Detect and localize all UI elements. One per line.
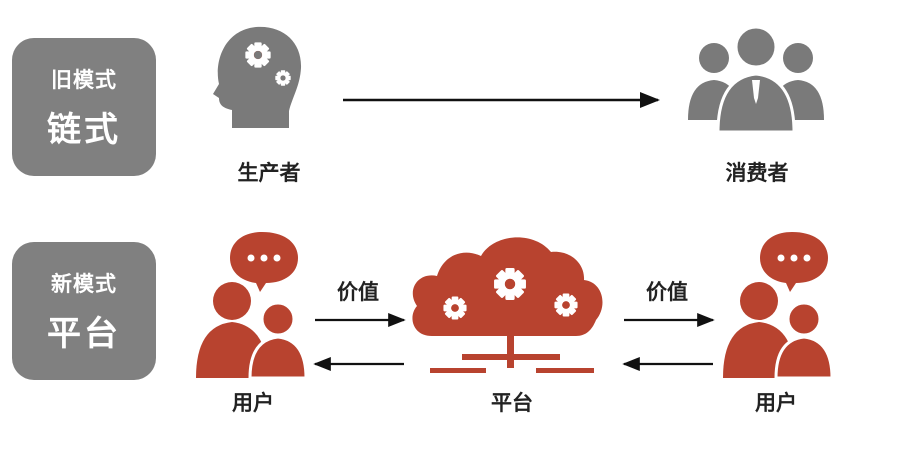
user-label-left: 用户 xyxy=(232,391,274,415)
user-label-right: 用户 xyxy=(755,391,797,415)
old-mode-title: 旧模式 xyxy=(51,67,117,92)
value-label-left: 价值 xyxy=(337,280,379,304)
new-mode-name: 平台 xyxy=(47,313,121,354)
cloud-gears-icon xyxy=(412,237,603,373)
consumer-label: 消费者 xyxy=(725,161,789,185)
platform-label: 平台 xyxy=(491,391,533,415)
value-label-right: 价值 xyxy=(646,280,688,304)
old-mode-badge: 旧模式 链式 xyxy=(12,38,156,176)
new-mode-title: 新模式 xyxy=(51,271,117,296)
user-chat-icon-left xyxy=(196,232,308,380)
user-chat-icon-right xyxy=(723,232,834,380)
head-gears-icon xyxy=(213,26,302,129)
new-mode-badge: 新模式 平台 xyxy=(12,242,156,380)
producer-label: 生产者 xyxy=(237,161,301,185)
old-mode-name: 链式 xyxy=(47,109,121,150)
consumers-icon xyxy=(688,25,824,134)
